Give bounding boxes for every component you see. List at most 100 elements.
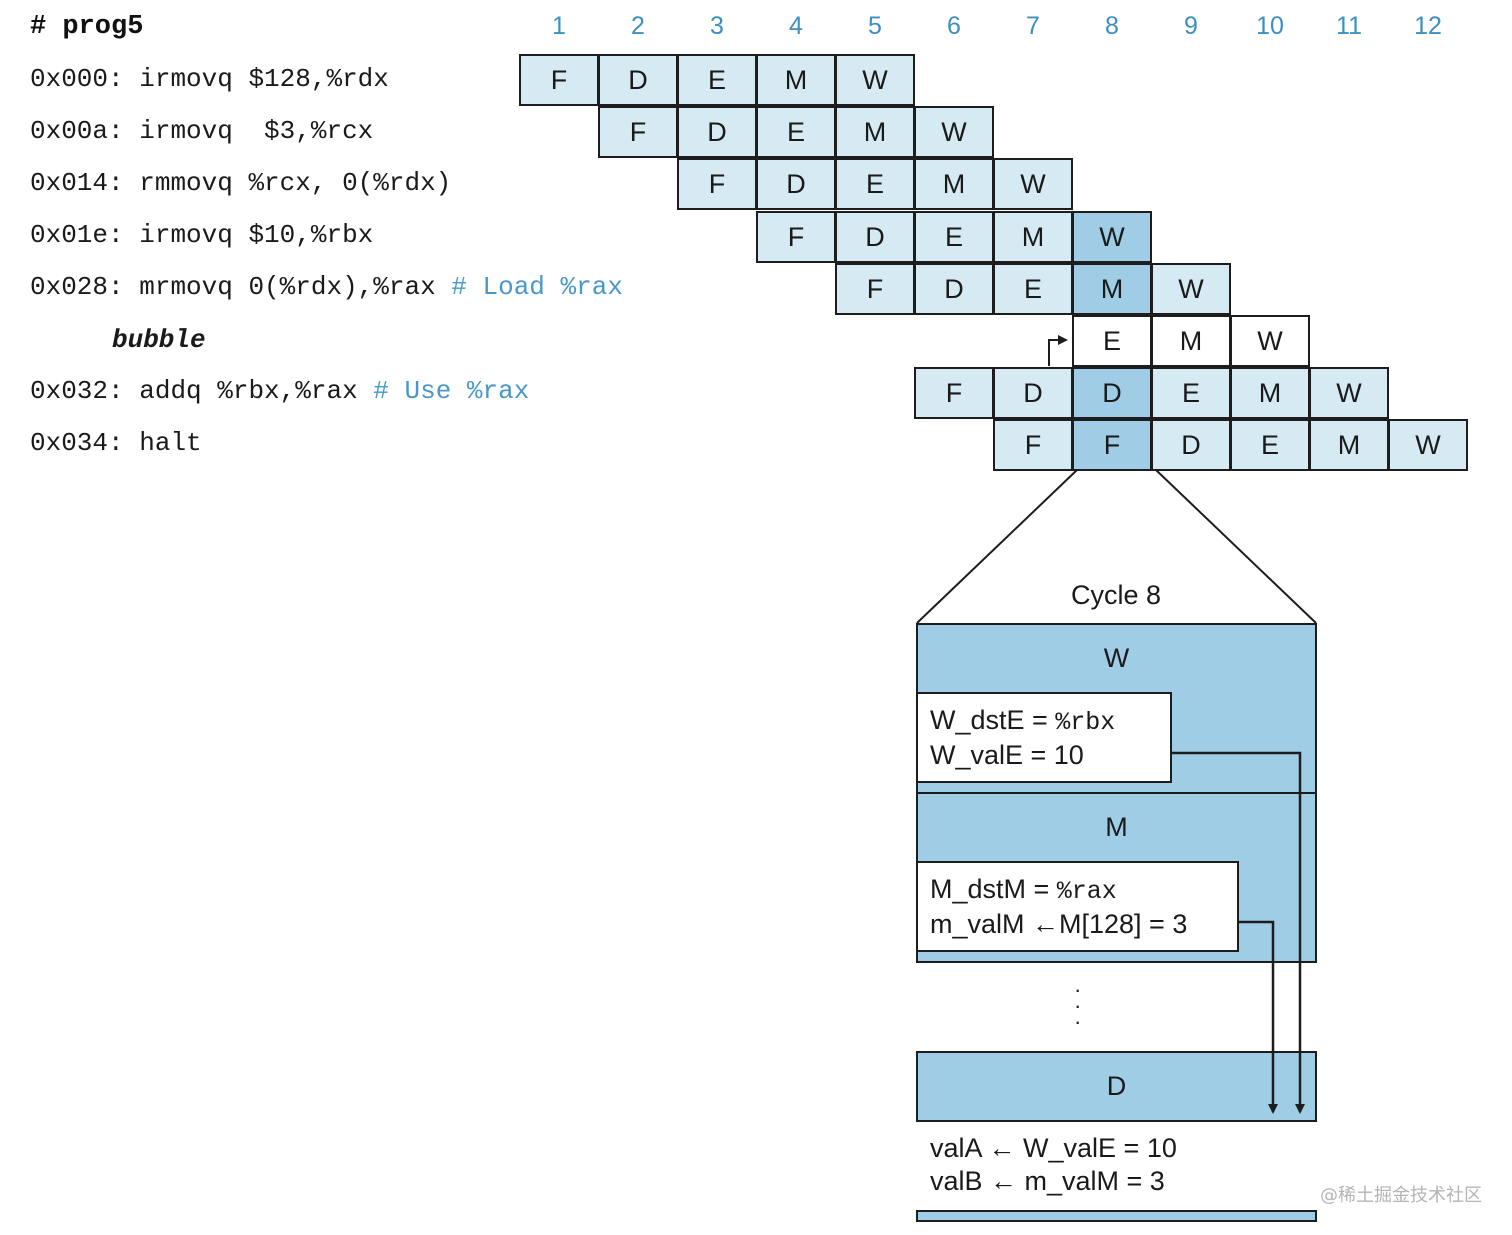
w-stage-name: W [1103, 643, 1130, 673]
pipeline-stage-cell: D [1151, 419, 1231, 471]
pipeline-stage-cell: M [1230, 367, 1310, 419]
pipeline-stage-cell: F [1072, 419, 1152, 471]
pipeline-stage-cell: W [835, 54, 915, 106]
code-line: 0x032: addq %rbx,%rax # Use %rax [30, 376, 529, 406]
cycle-number: 6 [947, 12, 961, 40]
w-vale-line: W_valE = 10 [930, 740, 1084, 770]
m-stage-name: M [1105, 812, 1128, 842]
d-stage-name: D [1106, 1071, 1127, 1101]
d-vala-line: valA ← W_valE = 10 [930, 1133, 1177, 1163]
w-dste-reg: %rbx [1055, 708, 1116, 737]
d-valb-line: valB ← m_valM = 3 [930, 1166, 1165, 1196]
code-address: 0x034: [30, 428, 124, 458]
pipeline-stage-cell: W [1151, 263, 1231, 315]
pipeline-stage-cell: M [1309, 419, 1389, 471]
w-dste-label: W_dstE = [930, 705, 1056, 735]
cycle-number: 1 [552, 12, 566, 40]
bubble-insert-arrow [1048, 335, 1068, 366]
m-valm-line: m_valM ←M[128] = 3 [930, 909, 1188, 939]
ellipsis-dot: · [1074, 993, 1082, 1018]
code-line: 0x00a: irmovq $3,%rcx [30, 116, 373, 146]
w-stage-register: W W_dstE = %rbx W_valE = 10 [916, 623, 1317, 794]
m-dstm-label: M_dstM = [930, 874, 1057, 904]
code-line: 0x01e: irmovq $10,%rbx [30, 220, 373, 250]
pipeline-stage-cell: D [914, 263, 994, 315]
m-dstm-reg: %rax [1056, 877, 1117, 906]
cycle-number: 7 [1026, 12, 1040, 40]
d-stage-values: valA ← W_valE = 10 valB ← m_valM = 3 [916, 1120, 1317, 1212]
code-line: 0x028: mrmovq 0(%rdx),%rax # Load %rax [30, 272, 623, 302]
code-instruction: rmmovq %rcx, 0(%rdx) [139, 168, 452, 198]
pipeline-stage-cell: E [835, 158, 915, 210]
watermark: @稀土掘金技术社区 [1320, 1185, 1482, 1206]
code-comment: # Load %rax [451, 272, 623, 302]
pipeline-stage-cell: E [993, 263, 1073, 315]
cycle-number: 2 [631, 12, 645, 40]
code-address: 0x000: [30, 64, 124, 94]
cycle-8-title: Cycle 8 [1070, 580, 1162, 610]
pipeline-stage-cell: F [835, 263, 915, 315]
code-instruction: irmovq $10,%rbx [139, 220, 374, 250]
code-address: 0x032: [30, 376, 124, 406]
pipeline-stage-cell: W [914, 106, 994, 158]
ellipsis-dot: · [1074, 1009, 1082, 1034]
cycle-number: 3 [710, 12, 724, 40]
pipeline-stage-cell: M [914, 158, 994, 210]
pipeline-stage-cell: E [1072, 315, 1152, 367]
code-line: 0x014: rmmovq %rcx, 0(%rdx) [30, 168, 451, 198]
pipeline-stage-cell: M [756, 54, 836, 106]
pipeline-stage-cell: D [835, 211, 915, 263]
pipeline-stage-cell: W [1309, 367, 1389, 419]
cycle-number: 11 [1336, 12, 1362, 40]
bubble-label: bubble [112, 325, 206, 355]
code-instruction: irmovq $3,%rcx [139, 116, 374, 146]
m-stage-values: M_dstM = %rax m_valM ←M[128] = 3 [916, 861, 1239, 952]
cycle-number: 12 [1414, 12, 1442, 40]
pipeline-stage-cell: D [993, 367, 1073, 419]
pipeline-stage-cell: F [914, 367, 994, 419]
pipeline-stage-cell: M [1151, 315, 1231, 367]
program-title: # prog5 [30, 12, 144, 42]
pipeline-stage-cell: M [835, 106, 915, 158]
code-comment: # Use %rax [373, 376, 530, 406]
pipeline-stage-cell: F [993, 419, 1073, 471]
w-dste-line: W_dstE = %rbx [930, 704, 1170, 739]
pipeline-stage-cell: W [1388, 419, 1468, 471]
m-stage-register: M M_dstM = %rax m_valM ←M[128] = 3 [916, 792, 1317, 963]
pipeline-stage-cell: F [519, 54, 599, 106]
pipeline-stage-cell: M [993, 211, 1073, 263]
pipeline-stage-cell: D [677, 106, 757, 158]
w-stage-values: W_dstE = %rbx W_valE = 10 [916, 692, 1172, 783]
code-instruction: halt [139, 428, 202, 458]
pipeline-stage-cell: W [993, 158, 1073, 210]
pipeline-stage-cell: E [677, 54, 757, 106]
pipeline-stage-cell: D [1072, 367, 1152, 419]
code-line: 0x034: halt [30, 428, 202, 458]
code-address: 0x028: [30, 272, 124, 302]
pipeline-stage-cell: D [756, 158, 836, 210]
code-address: 0x014: [30, 168, 124, 198]
ellipsis-dot: · [1074, 977, 1082, 1002]
pipeline-stage-cell: F [598, 106, 678, 158]
cycle-number: 10 [1256, 12, 1284, 40]
code-instruction: irmovq $128,%rdx [139, 64, 389, 94]
pipeline-stage-cell: E [756, 106, 836, 158]
code-instruction: addq %rbx,%rax [139, 376, 358, 406]
cycle-number: 5 [868, 12, 882, 40]
code-address: 0x00a: [30, 116, 124, 146]
cycle-number: 9 [1184, 12, 1198, 40]
pipeline-stage-cell: D [598, 54, 678, 106]
code-instruction: mrmovq 0(%rdx),%rax [139, 272, 436, 302]
m-dstm-line: M_dstM = %rax [930, 873, 1237, 908]
pipeline-stage-cell: M [1072, 263, 1152, 315]
pipeline-stage-cell: E [1230, 419, 1310, 471]
cycle-number: 8 [1105, 12, 1119, 40]
code-address: 0x01e: [30, 220, 124, 250]
code-line: 0x000: irmovq $128,%rdx [30, 64, 389, 94]
pipeline-stage-cell: W [1230, 315, 1310, 367]
cycle-number: 4 [789, 12, 803, 40]
d-stage-register: D valA ← W_valE = 10 valB ← m_valM = 3 [916, 1051, 1317, 1222]
pipeline-stage-cell: W [1072, 211, 1152, 263]
pipeline-stage-cell: F [756, 211, 836, 263]
pipeline-stage-cell: E [914, 211, 994, 263]
